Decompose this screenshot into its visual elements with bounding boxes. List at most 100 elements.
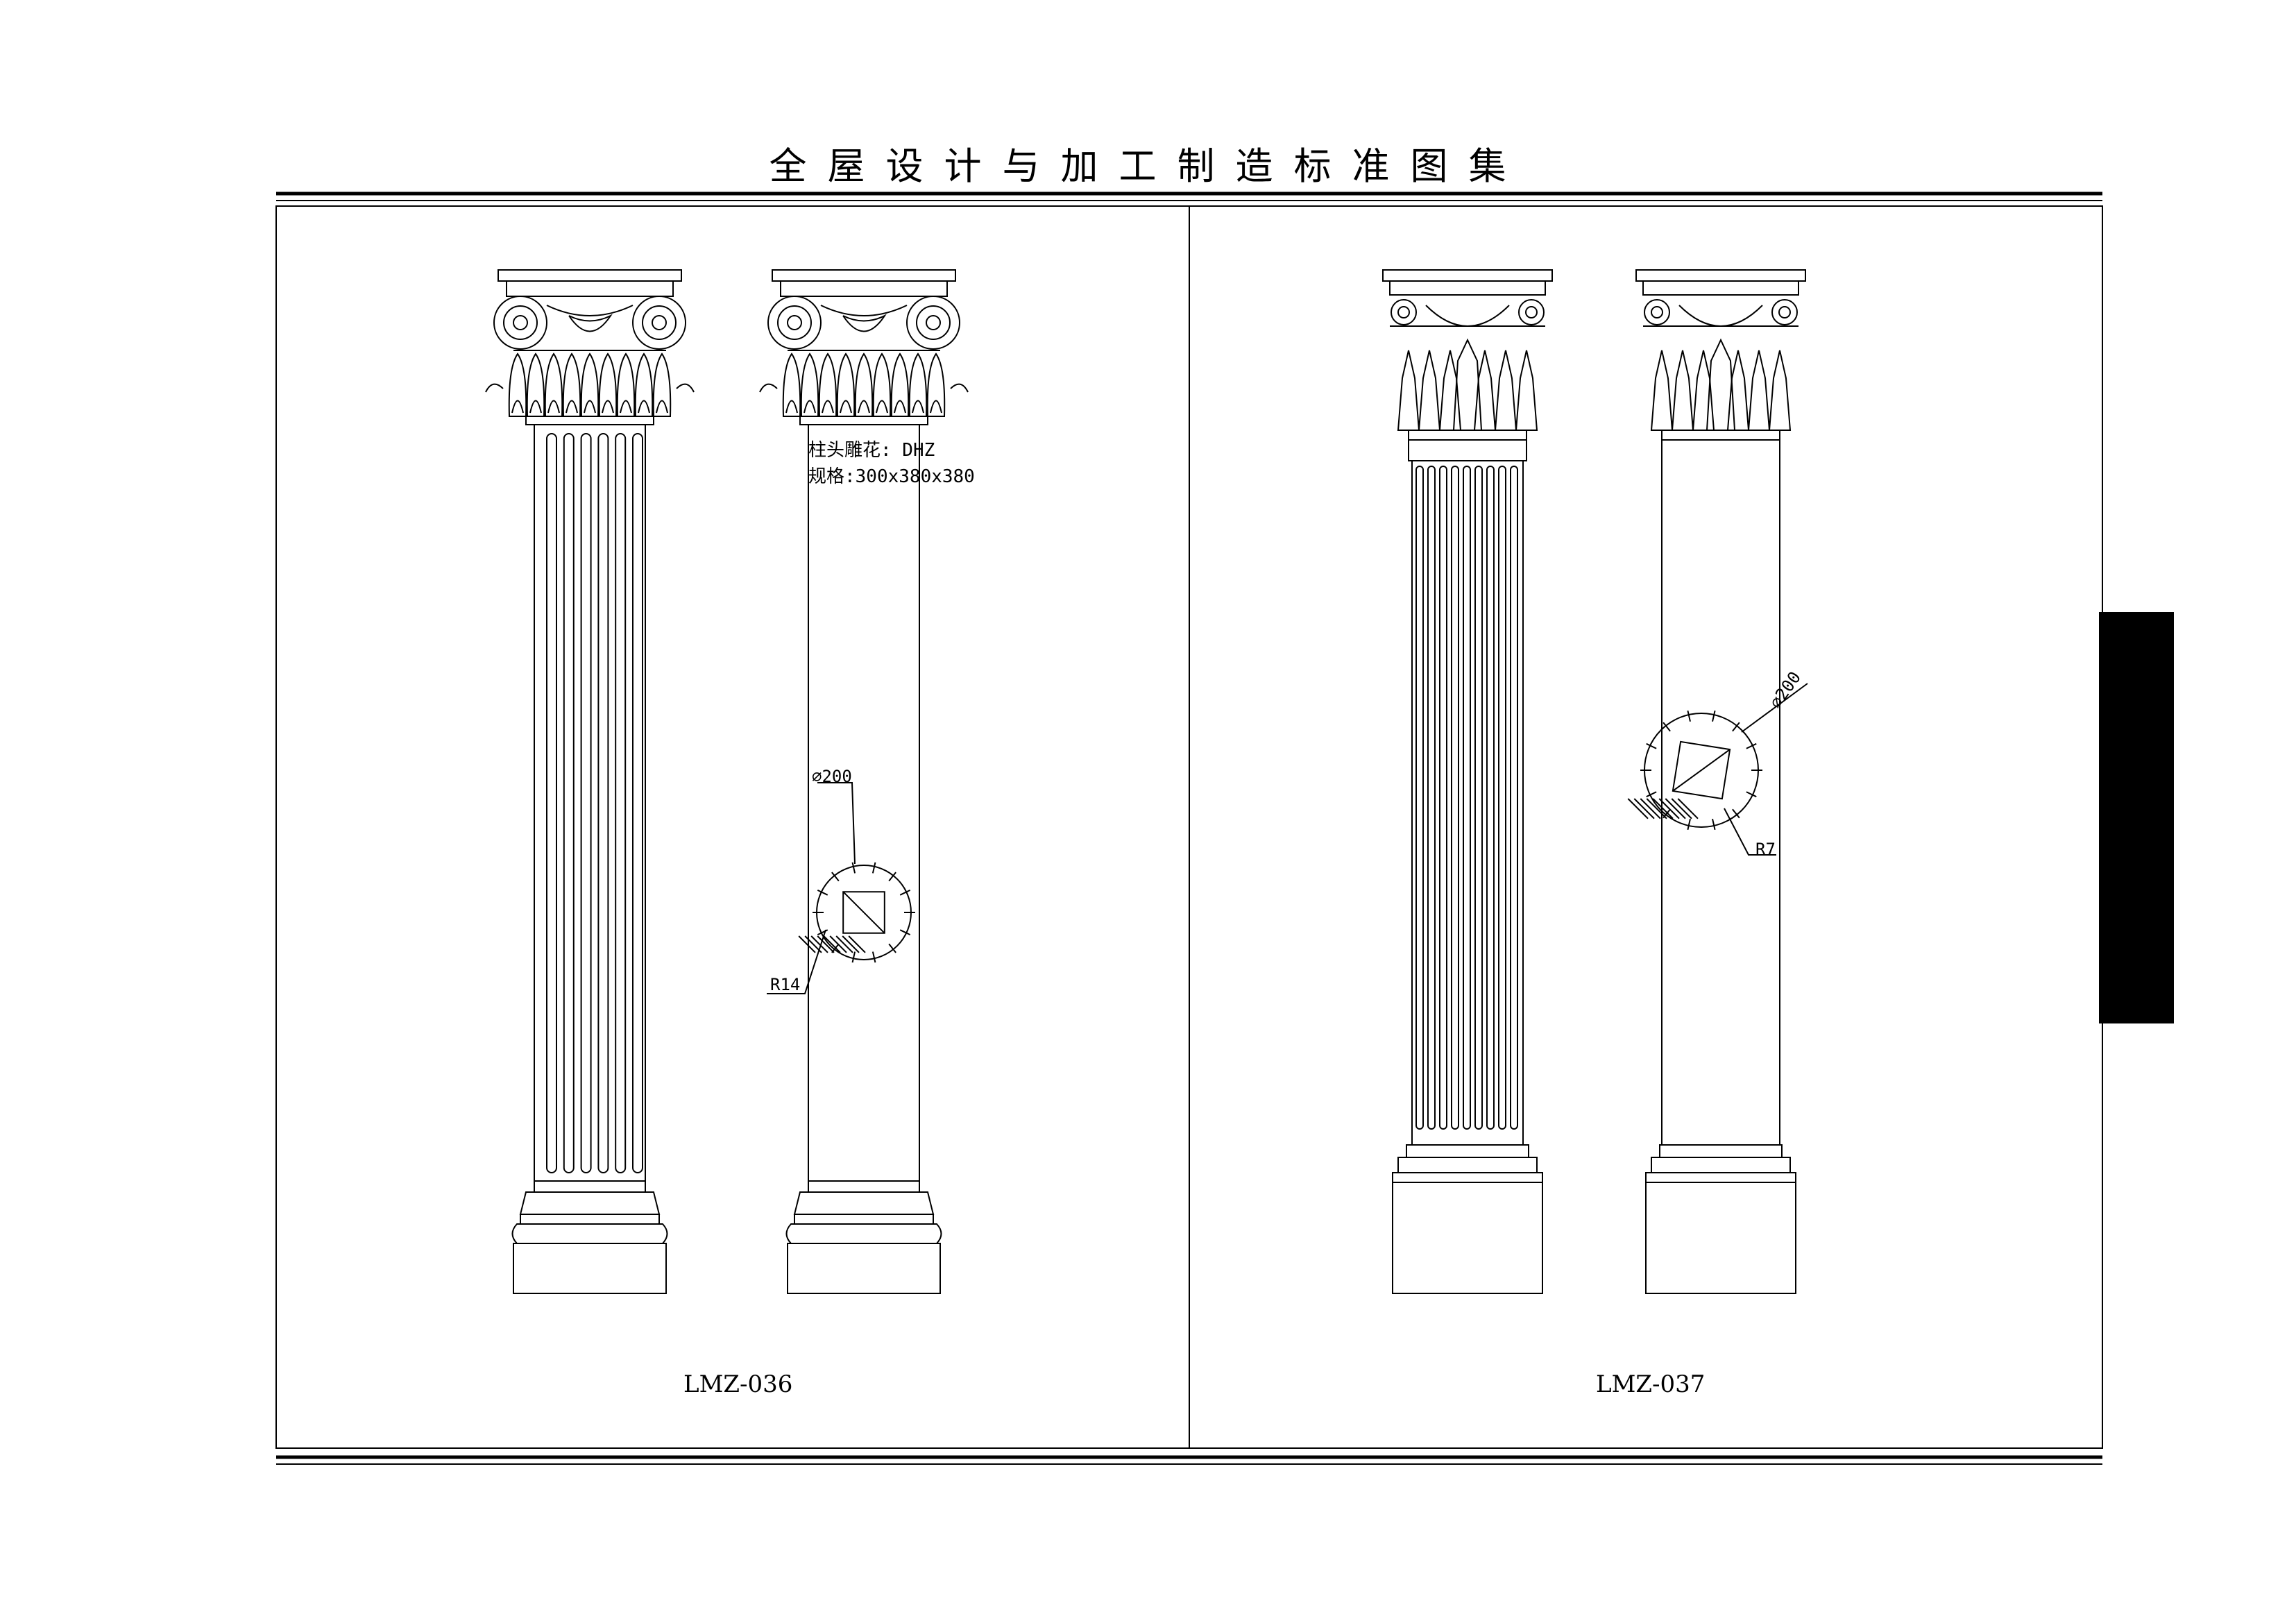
column-flute bbox=[1498, 466, 1506, 1130]
base-torus bbox=[1651, 1157, 1791, 1173]
capital-center-leaf bbox=[1706, 338, 1736, 431]
capital-volute-eye bbox=[652, 315, 667, 330]
column-shaft bbox=[808, 424, 920, 1182]
capital-leaf bbox=[1768, 350, 1792, 431]
column-plinth bbox=[1392, 1182, 1543, 1294]
radius-label-036: R14 bbox=[770, 975, 801, 994]
capital-volute-inner bbox=[1778, 306, 1791, 318]
column-flute bbox=[1510, 466, 1518, 1130]
capital-acanthus-vein bbox=[876, 400, 888, 414]
base-fillet bbox=[1659, 1144, 1783, 1158]
capital-acanthus-vein bbox=[638, 400, 650, 414]
capital-acanthus-vein bbox=[840, 400, 852, 414]
capital-rosette bbox=[842, 314, 887, 332]
section-flute-notch bbox=[851, 862, 856, 874]
column-flute bbox=[632, 433, 643, 1173]
capital-acanthus-leaf bbox=[908, 352, 928, 417]
column-collar bbox=[1408, 439, 1527, 461]
base-torus-lower bbox=[785, 1223, 942, 1244]
capital-acanthus-leaf bbox=[634, 352, 654, 417]
capital-abacus bbox=[772, 269, 956, 282]
capital-abacus bbox=[498, 269, 682, 282]
capital-acanthus-vein bbox=[566, 400, 578, 414]
capital-acanthus-leaf bbox=[854, 352, 874, 417]
capital-echinus bbox=[546, 305, 633, 316]
column-flute bbox=[1486, 466, 1495, 1130]
capital-acanthus-vein bbox=[547, 400, 560, 414]
base-torus bbox=[1397, 1157, 1538, 1173]
capital-abacus bbox=[1382, 269, 1553, 282]
base-fillet bbox=[1406, 1144, 1529, 1158]
section-flute-notch bbox=[1687, 710, 1691, 722]
capital-abacus-band bbox=[1642, 280, 1799, 296]
capital-abacus-band bbox=[506, 280, 674, 297]
capital-acanthus-leaf bbox=[872, 352, 892, 417]
column-flute bbox=[1415, 466, 1424, 1130]
side-tab bbox=[2099, 612, 2174, 1023]
section-hatch bbox=[1627, 798, 1649, 819]
capital-acanthus-leaf bbox=[580, 352, 599, 417]
section-flute-notch bbox=[1712, 710, 1716, 722]
section-hatch bbox=[798, 935, 816, 953]
section-flute-notch bbox=[871, 862, 876, 874]
capital-volute bbox=[493, 296, 547, 350]
column-plinth bbox=[1645, 1182, 1796, 1294]
capital-center-leaf bbox=[1452, 338, 1483, 431]
capital-acanthus-vein bbox=[822, 400, 834, 414]
column-code-lmz-036: LMZ-036 bbox=[683, 1370, 793, 1398]
capital-echinus bbox=[1425, 305, 1510, 327]
capital-acanthus-vein bbox=[930, 400, 942, 414]
capital-volute bbox=[1771, 299, 1798, 325]
column-lmz-036-front bbox=[485, 269, 695, 1294]
base-fillet bbox=[534, 1180, 646, 1193]
capital-leaf bbox=[1650, 350, 1674, 431]
capital-leaf-tip bbox=[485, 383, 504, 393]
leader-line-diameter bbox=[817, 782, 856, 865]
section-hatch bbox=[1665, 798, 1686, 819]
capital-acanthus-vein bbox=[511, 400, 524, 414]
capital-echinus bbox=[1678, 305, 1763, 327]
capital-leaf bbox=[1671, 350, 1694, 431]
capital-spec-note: 规格:300x380x380 bbox=[808, 466, 975, 487]
capital-volute-inner bbox=[916, 305, 951, 340]
section-flute-notch bbox=[1732, 722, 1740, 732]
section-flute-notch bbox=[1646, 742, 1657, 749]
capital-acanthus-vein bbox=[858, 400, 870, 414]
capital-volute bbox=[767, 296, 822, 350]
section-hatch bbox=[1658, 798, 1680, 819]
capital-acanthus-leaf bbox=[598, 352, 618, 417]
capital-acanthus-vein bbox=[912, 400, 924, 414]
radius-label-037: R7 bbox=[1755, 840, 1776, 859]
section-diagonal bbox=[842, 891, 885, 934]
section-flute-notch bbox=[1687, 818, 1691, 831]
section-hatch bbox=[1633, 798, 1655, 819]
base-scotia bbox=[1645, 1172, 1796, 1183]
leader-line-radius bbox=[1724, 808, 1776, 856]
section-hatch bbox=[1677, 798, 1699, 819]
leader-line-diameter bbox=[1741, 683, 1808, 733]
section-hatch bbox=[1671, 798, 1692, 819]
capital-volute-inner bbox=[777, 305, 812, 340]
column-lmz-037-front bbox=[1382, 269, 1553, 1294]
capital-acanthus-leaf bbox=[926, 352, 946, 417]
capital-acanthus-vein bbox=[620, 400, 632, 414]
capital-volute bbox=[1644, 299, 1670, 325]
section-hatch bbox=[1640, 798, 1661, 819]
page-title: 全屋设计与加工制造标准图集 bbox=[769, 144, 1527, 188]
capital-volute bbox=[1391, 299, 1417, 325]
section-flute-notch bbox=[817, 889, 828, 896]
capital-astragal bbox=[525, 416, 654, 425]
capital-acanthus-leaf bbox=[652, 352, 672, 417]
column-flute bbox=[1439, 466, 1447, 1130]
column-flute bbox=[580, 433, 592, 1173]
capital-acanthus-vein bbox=[529, 400, 542, 414]
section-flute-notch bbox=[899, 889, 911, 896]
capital-astragal bbox=[799, 416, 928, 425]
capital-abacus-band bbox=[1389, 280, 1546, 296]
capital-acanthus-leaf bbox=[616, 352, 636, 417]
capital-volute-eye bbox=[787, 315, 802, 330]
section-flute-notch bbox=[851, 951, 856, 963]
capital-acanthus-vein bbox=[602, 400, 614, 414]
capital-abacus-band bbox=[780, 280, 948, 297]
section-flute-notch bbox=[1712, 818, 1716, 831]
